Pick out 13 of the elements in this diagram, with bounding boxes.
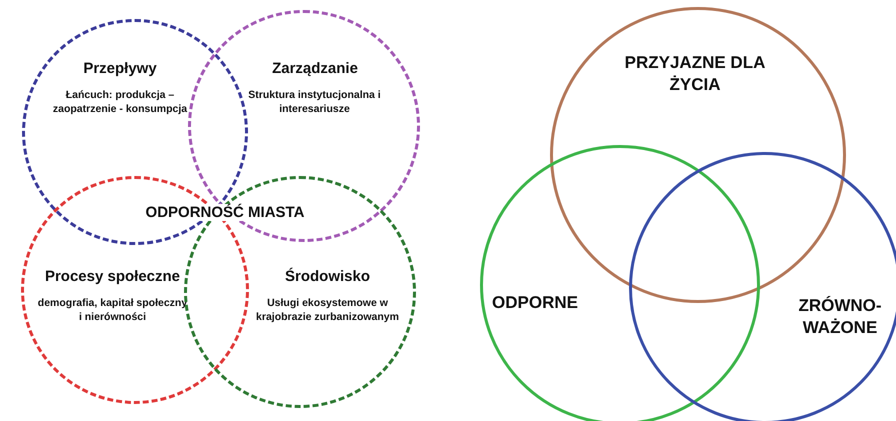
circle-heading: ZRÓWNO-WAŻONE — [797, 295, 883, 339]
circle-heading: ODPORNE — [491, 292, 579, 314]
circle-heading: PRZYJAZNE DLA ŻYCIA — [624, 52, 766, 96]
circle-description: Usługi ekosystemowe w krajobrazie zurbanizowanym — [255, 296, 400, 324]
circle-description: Łańcuch: produkcja – zaopatrzenie - konsumpcja — [52, 88, 188, 116]
circle-heading: Przepływy — [82, 60, 158, 77]
circle — [629, 152, 896, 421]
circle-heading: Środowisko — [284, 268, 371, 285]
circle-heading: Zarządzanie — [271, 60, 359, 77]
circle-description: demografia, kapitał społeczny i nierówności — [36, 296, 188, 324]
circle-description: Struktura instytucjonalna i interesariusze — [247, 88, 382, 116]
circle — [480, 145, 760, 421]
circle-heading: Procesy społeczne — [44, 268, 182, 285]
